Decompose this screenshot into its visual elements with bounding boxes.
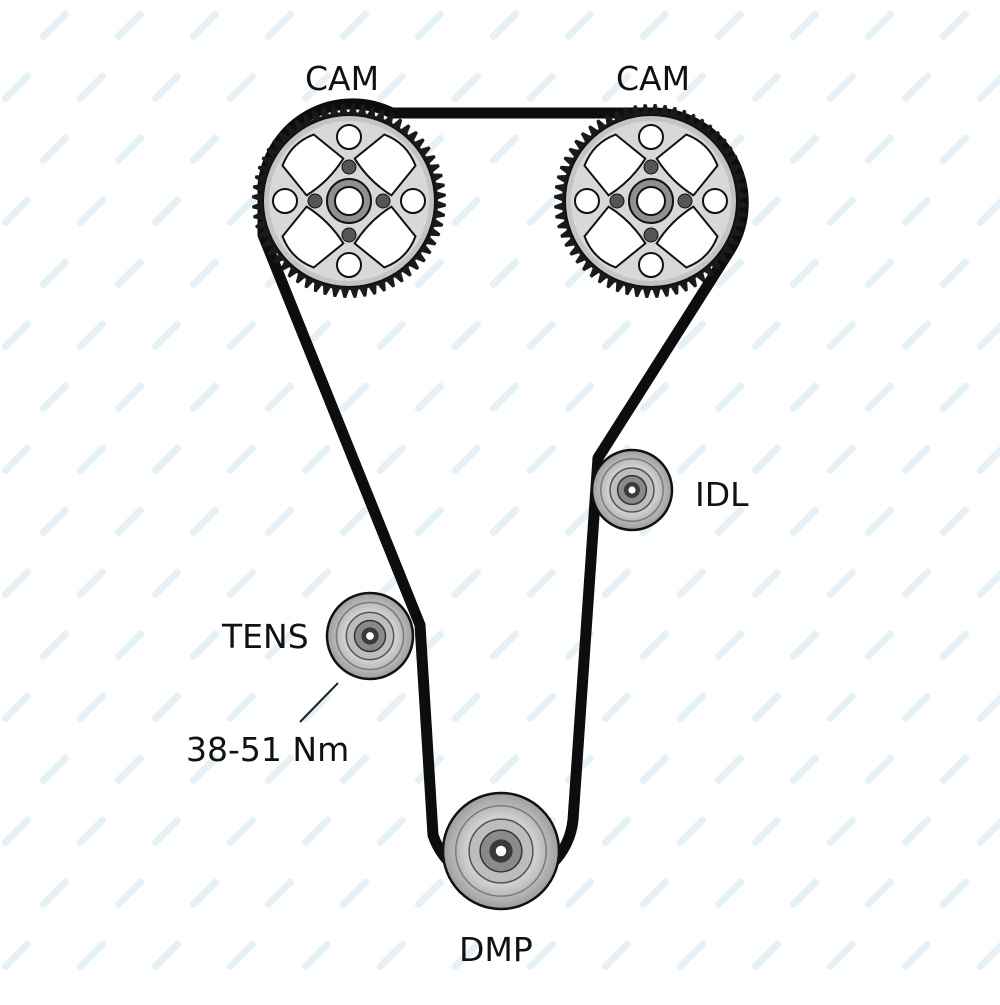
pulley-icon xyxy=(441,791,561,911)
cam-left-label: CAM xyxy=(305,59,380,98)
tensioner-pulley xyxy=(325,591,415,681)
cam-right-label: CAM xyxy=(616,59,691,98)
cam-sprocket-icon xyxy=(554,104,748,298)
cam-sprocket-icon xyxy=(252,104,446,298)
pulley-icon xyxy=(325,591,415,681)
idler-pulley xyxy=(590,448,674,532)
pulley-icon xyxy=(590,448,674,532)
idler-label: IDL xyxy=(695,475,749,514)
cam-sprocket-right xyxy=(554,104,748,298)
damper-pulley xyxy=(441,791,561,911)
cam-sprocket-left xyxy=(252,104,446,298)
torque-spec-label: 38-51 Nm xyxy=(186,730,350,769)
tensioner-label: TENS xyxy=(222,617,309,656)
damper-label: DMP xyxy=(459,930,533,969)
torque-leader-line xyxy=(299,682,339,723)
